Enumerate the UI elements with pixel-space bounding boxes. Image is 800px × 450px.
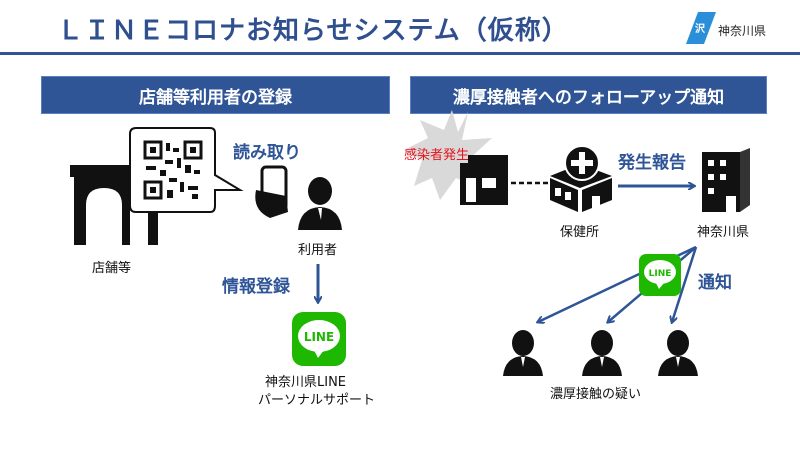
prefecture-name: 神奈川県 <box>718 24 767 38</box>
report-label: 発生報告 <box>617 152 686 173</box>
user-label: 利用者 <box>298 243 337 258</box>
line-app-icon: LINE <box>639 254 681 296</box>
contact-person-icon <box>582 330 622 376</box>
contact-person-icon <box>658 330 698 376</box>
kanagawa-logo-icon: 沢 <box>686 12 716 44</box>
health-center-label: 保健所 <box>560 225 599 240</box>
notify-label: 通知 <box>698 272 732 293</box>
register-label: 情報登録 <box>222 276 291 297</box>
user-icon <box>298 177 342 230</box>
prefecture-label: 神奈川県 <box>697 225 749 240</box>
service-name-line1: 神奈川県LINE <box>265 375 346 390</box>
line-app-icon: LINE <box>292 312 346 366</box>
smartphone-icon <box>255 165 288 218</box>
contacts-label: 濃厚接触の疑い <box>550 386 641 402</box>
government-building-icon <box>702 148 750 212</box>
svg-text:沢: 沢 <box>695 22 706 35</box>
shop-icon <box>460 155 508 205</box>
contact-person-icon <box>503 330 543 376</box>
svg-text:LINE: LINE <box>304 330 334 344</box>
store-icon <box>70 165 162 245</box>
section-header-registration: 店舗等利用者の登録 <box>41 76 390 114</box>
svg-text:LINE: LINE <box>649 269 672 279</box>
infection-label: 感染者発生 <box>404 147 469 163</box>
header-divider <box>0 52 800 55</box>
qr-code-icon <box>143 140 203 200</box>
health-center-icon <box>550 145 612 212</box>
store-label: 店舗等 <box>92 260 131 276</box>
scan-label: 読み取り <box>233 142 301 163</box>
page-title: ＬＩＮＥコロナお知らせシステム（仮称） <box>57 16 569 46</box>
service-name-line2: パーソナルサポート <box>258 393 375 408</box>
qr-code-callout <box>129 127 244 213</box>
section-header-notification: 濃厚接触者へのフォローアップ通知 <box>410 76 767 114</box>
